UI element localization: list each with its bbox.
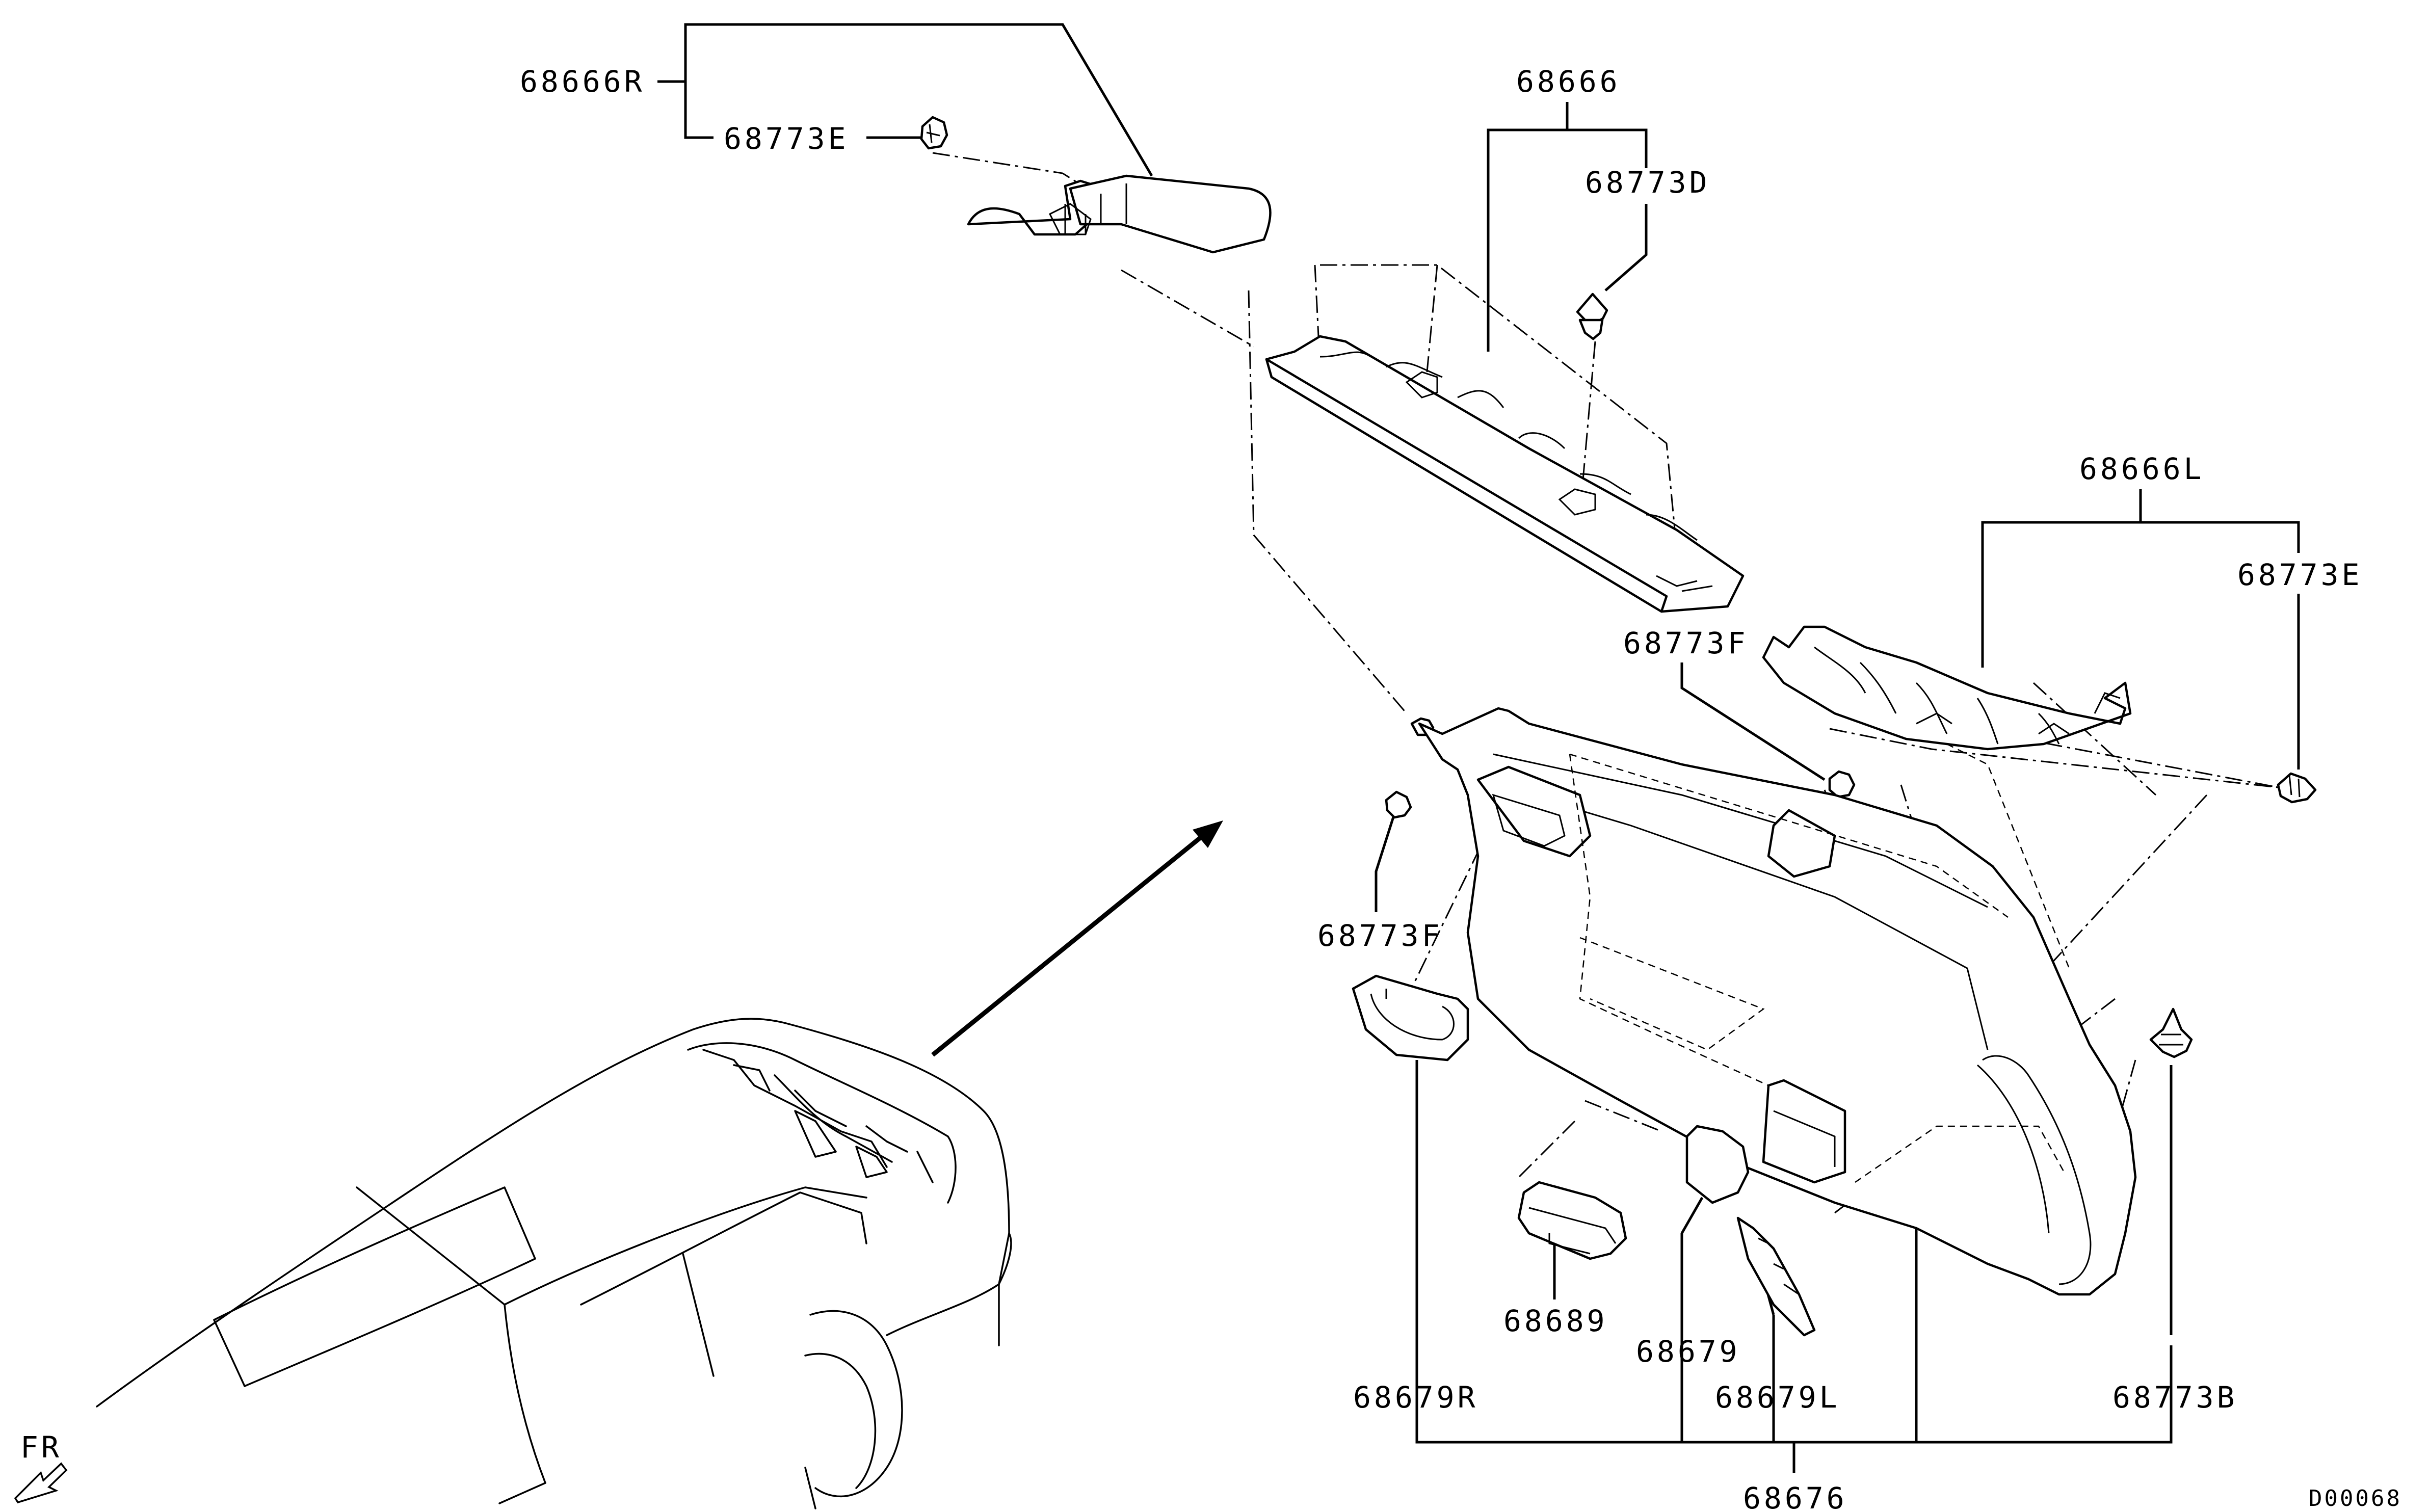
label-68679L: 68679L <box>1715 1380 1840 1415</box>
callout-labels: 68666R 68773E 68666 68773D 68666L 68773E… <box>520 64 2363 1512</box>
direction-arrow <box>931 820 1223 1057</box>
cover-68679L <box>1736 1216 1816 1337</box>
front-direction-marker <box>14 1462 68 1504</box>
trim-68666L <box>1762 625 2132 751</box>
trim-68666 <box>1265 335 1745 613</box>
trim-68676 <box>1418 707 2137 1296</box>
label-68773B: 68773B <box>2112 1380 2238 1415</box>
label-68666R: 68666R <box>520 64 645 99</box>
label-68773E-right: 68773E <box>2237 558 2363 592</box>
car-locator-outline <box>96 1018 1012 1509</box>
cover-68689 <box>1517 1181 1627 1260</box>
trim-68666R <box>967 174 1272 254</box>
label-68773F-mid: 68773F <box>1623 626 1749 660</box>
label-68689: 68689 <box>1503 1304 1608 1338</box>
leader-lines <box>657 23 2300 1473</box>
label-68679: 68679 <box>1636 1334 1740 1369</box>
cover-68679R <box>1352 974 1469 1062</box>
clip-68773E-right <box>2277 772 2317 804</box>
label-68773F-left: 68773F <box>1317 918 1443 953</box>
drawing-code: D00068 <box>2309 1486 2402 1511</box>
clip-68773E-top <box>920 116 948 150</box>
clip-68773D <box>1576 293 1608 340</box>
cover-68679 <box>1685 1125 1750 1204</box>
label-68666: 68666 <box>1516 64 1621 99</box>
label-68679R: 68679R <box>1353 1380 1478 1415</box>
front-marker-label: FR <box>20 1430 62 1465</box>
label-68676: 68676 <box>1743 1481 1847 1512</box>
clip-68773F-mid <box>1828 770 1856 799</box>
label-68666L: 68666L <box>2079 452 2205 486</box>
label-68773E-top: 68773E <box>724 121 849 156</box>
clip-68773B <box>2149 1007 2193 1058</box>
label-68773D: 68773D <box>1585 165 1710 200</box>
